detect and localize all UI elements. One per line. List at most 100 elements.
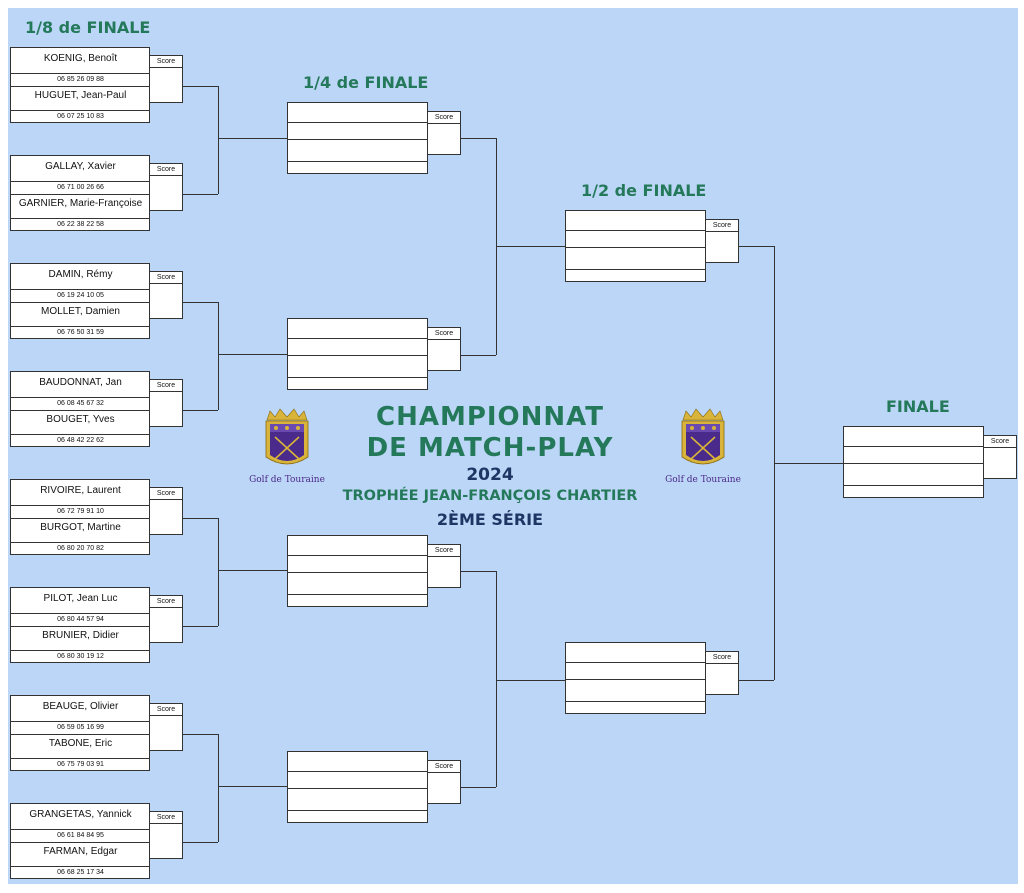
row-divider — [288, 377, 427, 378]
row-divider — [11, 518, 149, 519]
score-label: Score — [428, 328, 460, 340]
player-name: FARMAN, Edgar — [43, 846, 118, 857]
score-box[interactable]: Score — [427, 544, 461, 588]
row-divider — [288, 788, 427, 789]
score-box[interactable]: Score — [149, 271, 183, 319]
connector-line — [496, 680, 565, 681]
empty-match-slot[interactable] — [287, 318, 428, 390]
row-divider — [11, 110, 149, 111]
logo-caption: Golf de Touraine — [249, 475, 325, 485]
score-label: Score — [984, 436, 1016, 448]
title-line-2: DE MATCH-PLAY — [366, 433, 614, 463]
connector-line — [218, 734, 219, 842]
score-box[interactable]: Score — [705, 651, 739, 695]
row-divider — [566, 662, 705, 663]
connector-line — [183, 734, 218, 735]
score-box[interactable]: Score — [427, 111, 461, 155]
round-title-sf: 1/2 de FINALE — [581, 181, 707, 200]
player-phone: 06 80 30 19 12 — [57, 653, 104, 660]
row-divider — [566, 247, 705, 248]
score-label: Score — [428, 761, 460, 773]
empty-match-slot[interactable] — [565, 210, 706, 282]
row-divider — [11, 181, 149, 182]
score-label: Score — [150, 812, 182, 824]
score-box[interactable]: Score — [149, 811, 183, 859]
score-box[interactable]: Score — [149, 487, 183, 535]
connector-line — [461, 787, 496, 788]
row-divider — [11, 218, 149, 219]
score-box[interactable]: Score — [983, 435, 1017, 479]
score-label: Score — [706, 220, 738, 232]
row-divider — [288, 555, 427, 556]
connector-line — [183, 518, 218, 519]
row-divider — [566, 701, 705, 702]
connector-line — [183, 194, 218, 195]
connector-line — [461, 138, 496, 139]
round-title-qf: 1/4 de FINALE — [303, 73, 429, 92]
row-divider — [11, 326, 149, 327]
score-label: Score — [150, 596, 182, 608]
score-box[interactable]: Score — [149, 55, 183, 103]
connector-line — [183, 410, 218, 411]
score-label: Score — [150, 488, 182, 500]
connector-line — [218, 786, 287, 787]
crest-icon — [681, 408, 725, 465]
score-label: Score — [428, 112, 460, 124]
connector-line — [183, 86, 218, 87]
row-divider — [11, 734, 149, 735]
connector-line — [218, 86, 219, 194]
score-box[interactable]: Score — [149, 379, 183, 427]
logo-caption: Golf de Touraine — [665, 475, 741, 485]
round-title-final: FINALE — [886, 397, 950, 416]
score-box[interactable]: Score — [149, 595, 183, 643]
player-phone: 06 61 84 84 95 — [57, 832, 104, 839]
row-divider — [11, 866, 149, 867]
score-label: Score — [706, 652, 738, 664]
connector-line — [183, 842, 218, 843]
player-name: BOUGET, Yves — [46, 414, 115, 425]
row-divider — [288, 122, 427, 123]
row-divider — [566, 269, 705, 270]
score-box[interactable]: Score — [149, 703, 183, 751]
empty-match-slot[interactable] — [287, 102, 428, 174]
row-divider — [11, 758, 149, 759]
player-name: GALLAY, Xavier — [45, 161, 116, 172]
row-divider — [11, 505, 149, 506]
row-divider — [11, 434, 149, 435]
row-divider — [288, 338, 427, 339]
player-phone: 06 07 25 10 83 — [57, 113, 104, 120]
player-name: RIVOIRE, Laurent — [40, 485, 121, 496]
row-divider — [288, 594, 427, 595]
round-title-r16: 1/8 de FINALE — [25, 18, 151, 37]
connector-line — [739, 680, 774, 681]
score-box[interactable]: Score — [427, 760, 461, 804]
score-box[interactable]: Score — [427, 327, 461, 371]
score-box[interactable]: Score — [149, 163, 183, 211]
player-name: HUGUET, Jean-Paul — [34, 90, 127, 101]
row-divider — [288, 161, 427, 162]
score-label: Score — [150, 164, 182, 176]
player-phone: 06 72 79 91 10 — [57, 508, 104, 515]
row-divider — [288, 572, 427, 573]
row-divider — [288, 139, 427, 140]
row-divider — [11, 542, 149, 543]
row-divider — [844, 463, 983, 464]
score-box[interactable]: Score — [705, 219, 739, 263]
row-divider — [11, 842, 149, 843]
row-divider — [288, 355, 427, 356]
player-phone: 06 80 44 57 94 — [57, 616, 104, 623]
empty-match-slot[interactable] — [287, 535, 428, 607]
empty-match-slot[interactable] — [843, 426, 984, 498]
empty-match-slot[interactable] — [287, 751, 428, 823]
player-phone: 06 08 45 67 32 — [57, 400, 104, 407]
connector-line — [496, 571, 497, 787]
row-divider — [288, 810, 427, 811]
empty-match-slot[interactable] — [565, 642, 706, 714]
player-name: GRANGETAS, Yannick — [29, 809, 132, 820]
row-divider — [11, 626, 149, 627]
